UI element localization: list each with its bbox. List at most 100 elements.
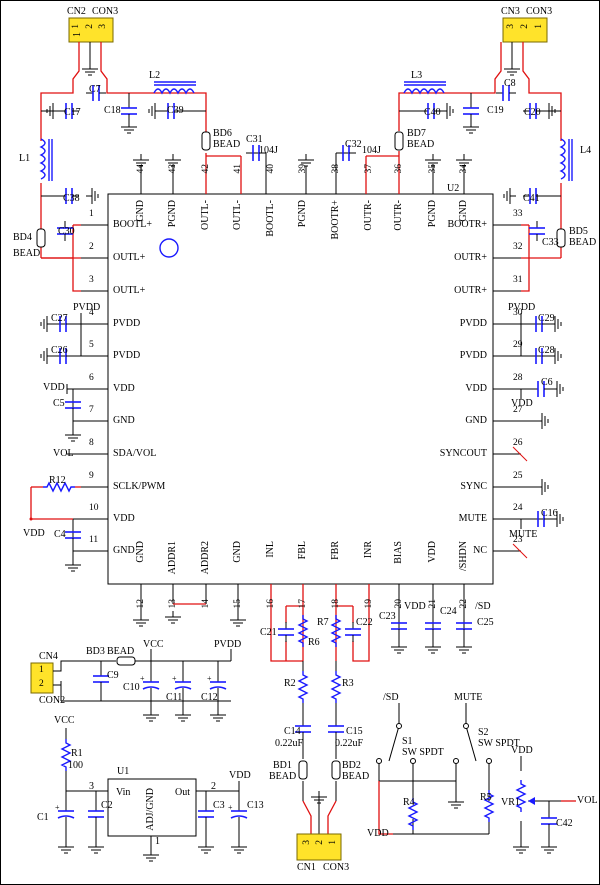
label-vol-out: VOL [577,795,598,806]
ic-pin-number: 8 [89,438,94,448]
ic-pin-number: 6 [89,373,94,383]
ic-pin-name: BOOTR+ [447,219,487,230]
label-c24: C24 [440,606,457,617]
label-r4: R4 [403,797,415,808]
ic-pin-name: GND [113,415,135,426]
ic-pin-number: 31 [513,275,523,285]
ic-pin-number: 29 [513,340,523,350]
label-c41: C41 [523,193,540,204]
ic-name: U2 [447,183,460,194]
label-l1: L1 [19,153,31,164]
svg-text:1: 1 [72,32,83,37]
ic-pin-number: 20 [394,599,404,609]
ic-pin-name: OUTR- [393,200,404,231]
ic-pin-number: 37 [364,164,374,174]
label-c14: C14 [284,726,301,737]
label-bd3: BD3 [86,646,105,657]
label-r1: R1 [71,748,83,759]
label-c12: C12 [201,692,218,703]
ic-pin-name: PGND [297,200,308,228]
label-c31: C31 [246,134,263,145]
label-pvdd-r: PVDD [508,302,536,313]
label-c28: C28 [538,345,555,356]
label-bead6: BEAD [213,139,241,150]
ic-pin-name: BIAS [393,541,404,564]
label-l3: L3 [411,70,423,81]
ic-pin-number: 21 [428,599,438,609]
ic-pin-name: INR [363,541,374,559]
ic-pin-name: OUTL- [200,200,211,230]
ic-pin-number: 27 [513,405,523,415]
label-bead3: BEAD [107,646,135,657]
label-bead2: BEAD [342,771,370,782]
label-bead5: BEAD [569,237,597,248]
label-c9: C9 [107,670,119,681]
label-c23: C23 [379,611,396,622]
ic-pin-number: 42 [201,164,211,174]
label-vcc-r1: VCC [54,715,75,726]
label-c5: C5 [53,398,65,409]
ic-pin-name: VDD [465,383,487,394]
label-vr1: VR1 [501,797,520,808]
label-c26: C26 [51,345,68,356]
cn2-pin-1: 1 [71,24,81,29]
cn4-pin-1: 1 [39,665,44,675]
label-c38: C38 [63,193,80,204]
label-c3: C3 [213,800,225,811]
ic-pin-name: FBR [330,541,341,560]
ic-pin-number: 33 [513,209,523,219]
label-bd6: BD6 [213,128,232,139]
ic-pin-name: VDD [113,383,135,394]
label-c42: C42 [556,818,573,829]
ic-pin-name: SYNC [460,481,487,492]
ic-pin-name: OUTL- [232,200,243,230]
ic-pin-name: GND [232,541,243,563]
label-u1-out: Out [175,787,190,798]
ic-pin-number: 5 [89,340,94,350]
cn3-pin-3: 3 [506,24,516,29]
ic-pin-number: 25 [513,471,523,481]
ic-pin-number: 24 [513,503,523,513]
label-vdd-switch: VDD [367,828,389,839]
label-c27: C27 [51,313,68,324]
label-sd: /SD [475,601,491,612]
ic-pin-name: NC [473,545,487,556]
label-pvdd-ps: PVDD [214,639,242,650]
label-cn4: CN4 [39,651,58,662]
connector-cn4 [30,662,54,694]
label-c30: C30 [58,226,75,237]
label-r2: R2 [284,678,296,689]
label-r7: R7 [317,617,329,628]
ic-pin-number: 40 [266,164,276,174]
ic-pin-name: BOOTL- [265,200,276,237]
label-r12: R12 [49,475,66,486]
ic-pin-number: 38 [331,164,341,174]
ic-pin-name: OUTL+ [113,252,146,263]
ic-pin-name: PVDD [113,318,141,329]
ic-pin-number: 17 [298,599,308,609]
label-u1-adj: ADJ/GND [145,788,156,831]
ic-pin-name: PVDD [113,350,141,361]
label-con2: CON2 [39,695,66,706]
ic-pin-number: 1 [89,209,94,219]
label-c19: C19 [487,105,504,116]
label-vdd-28: VDD [511,398,533,409]
label-104j-1: 104J [259,145,278,156]
ic-pin-name: VDD [113,513,135,524]
ic-pin-name: BOOTR+ [330,200,341,240]
pin1-marker-icon [159,238,179,258]
label-c6: C6 [541,377,553,388]
label-c15-value: 0.22uF [335,738,364,749]
ic-pin-number: 35 [428,164,438,174]
label-c18: C18 [104,105,121,116]
ic-pin-number: 9 [89,471,94,481]
ic-pin-name: ADDR1 [167,541,178,575]
ic-pin-name: PGND [167,200,178,228]
ic-pin-name: GND [465,415,487,426]
ic-pin-number: 13 [168,599,178,609]
ic-pin-name: OUTL+ [113,285,146,296]
label-u1-pin1: 1 [155,836,160,847]
ic-pin-number: 16 [266,599,276,609]
label-s2: S2 [478,727,489,738]
ic-pin-name: OUTR+ [454,285,487,296]
